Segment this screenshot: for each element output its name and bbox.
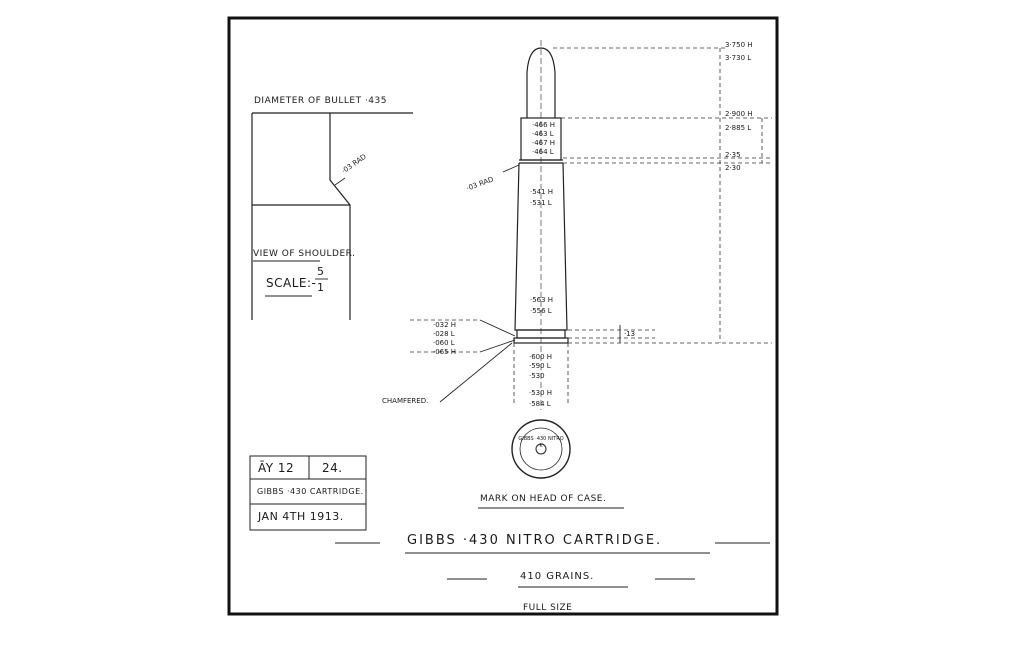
- title-block-frame: [249, 455, 367, 531]
- dimension-lines: [410, 47, 772, 405]
- headstamp-rim: [511, 419, 571, 479]
- rim-dim-3: ·060 L: [433, 339, 455, 347]
- footer-lines: [253, 260, 770, 588]
- leader-lines: [439, 164, 621, 403]
- rim-side-dim: ·13: [624, 330, 636, 338]
- drawing-number: 24.: [322, 461, 343, 475]
- bullet-outline: [526, 47, 556, 118]
- radius-leader: [334, 177, 346, 186]
- cartridge-weight: 410 GRAINS.: [520, 571, 595, 582]
- drawing-border: [227, 16, 779, 616]
- shoulder-radius-leader: [502, 164, 520, 173]
- neck-dim-4: ·464 L: [532, 148, 554, 156]
- headstamp-inner: [519, 427, 563, 471]
- rim-leader-2: [479, 339, 516, 353]
- neck-top-high: 2·900 H: [725, 110, 753, 118]
- rim-dim-4: ·065 H: [433, 348, 457, 356]
- head-dim-4: ·530 H: [529, 389, 553, 397]
- shoulder-profile: [329, 113, 351, 320]
- chamfer-leader: [439, 342, 513, 403]
- rim-leader-1: [479, 319, 516, 337]
- shoulder-length-low: 2·30: [725, 164, 741, 172]
- shoulder-view-caption: VIEW OF SHOULDER.: [253, 249, 356, 259]
- neck-dim-1: ·466 H: [532, 121, 556, 129]
- scale-denominator: 1: [317, 281, 325, 294]
- overall-length-low: 3·730 L: [725, 54, 752, 62]
- cartridge-drawing: [513, 40, 569, 410]
- neck-top-low: 2·885 L: [725, 124, 752, 132]
- primer: [535, 443, 547, 455]
- title-block: [249, 455, 367, 531]
- headstamp-text: GIBBS ·430 NITRO K: [518, 436, 564, 449]
- neck-dim-3: ·467 H: [532, 139, 556, 147]
- drawing-title: GIBBS ·430 NITRO CARTRIDGE.: [407, 533, 663, 548]
- base-dim-low: ·556 L: [530, 307, 552, 315]
- headstamp-caption: MARK ON HEAD OF CASE.: [480, 494, 607, 504]
- cartridge-name: GIBBS ·430 CARTRIDGE.: [257, 487, 364, 496]
- body-dim-low: ·531 L: [530, 199, 552, 207]
- bullet-diameter-label: DIAMETER OF BULLET ·435: [254, 96, 387, 106]
- scale-numerator: 5: [317, 265, 325, 278]
- rim-dim-1: ·032 H: [433, 321, 457, 329]
- scale-footer: FULL SIZE: [523, 603, 573, 613]
- head-dim-3: ·530: [529, 372, 545, 380]
- scale-label: SCALE:-: [266, 276, 317, 290]
- head-dim-5: ·584 L: [529, 400, 551, 408]
- body-dim-high: ·541 H: [530, 188, 554, 196]
- drawing-reference: ĀY 12: [258, 461, 295, 475]
- overall-length-high: 3·750 H: [725, 41, 753, 49]
- shoulder-view: [251, 112, 413, 320]
- neck-dim-2: ·463 L: [532, 130, 554, 138]
- drawing-date: JAN 4TH 1913.: [258, 510, 344, 523]
- head-dim-2: ·590 L: [529, 362, 551, 370]
- head-dim-1: ·600 H: [529, 353, 553, 361]
- chamfered-label: CHAMFERED.: [382, 397, 429, 405]
- rim-dim-2: ·028 L: [433, 330, 455, 338]
- shoulder-length-high: 2·35: [725, 151, 741, 159]
- base-dim-high: ·563 H: [530, 296, 554, 304]
- headstamp-view: [511, 419, 571, 479]
